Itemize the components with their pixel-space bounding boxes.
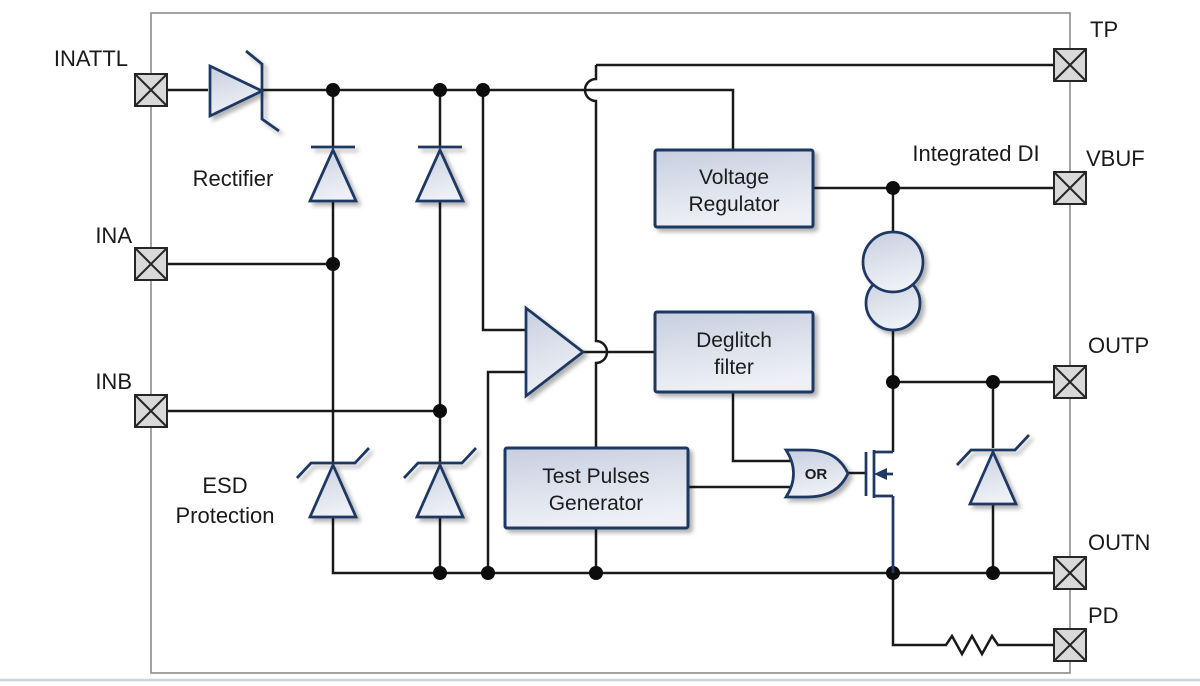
voltage-regulator-label-line1: Voltage (699, 166, 769, 189)
or-gate: OR (783, 448, 850, 499)
mosfet (864, 450, 895, 573)
rectifier-label: Rectifier (193, 166, 274, 191)
current-source (861, 230, 925, 332)
pin-label-pd: PD (1088, 603, 1119, 628)
or-gate-label: OR (805, 466, 828, 483)
wire-pd-resistor (891, 573, 1054, 657)
pin-labels: INATTL INA INB TP VBUF OUTP OUTN PD (54, 17, 1150, 628)
block-test-pulses-generator: Test Pulses Generator (503, 446, 690, 530)
wire-tp-vertical (583, 65, 609, 448)
junction-dot (433, 404, 447, 418)
integrated-di-label: Integrated DI (912, 141, 1039, 166)
voltage-regulator-label-line2: Regulator (688, 193, 779, 216)
pad-outp (1053, 365, 1087, 399)
pin-label-outn: OUTN (1088, 530, 1150, 555)
esd-zener-2 (402, 447, 478, 519)
deglitch-filter-label-line2: filter (714, 356, 754, 379)
pin-label-inattl: INATTL (54, 46, 128, 71)
output-zener (955, 434, 1031, 506)
esd-protection-label-line2: Protection (175, 503, 274, 528)
diode-chain2-top (414, 145, 466, 203)
pad-inb (134, 394, 168, 428)
pad-tp (1053, 48, 1087, 82)
tpg-label-line2: Generator (549, 492, 644, 515)
pin-label-inb: INB (95, 369, 132, 394)
wire-comparator-input-bottom (486, 370, 526, 573)
wire-top-rail (263, 88, 735, 150)
junction-dot (886, 375, 900, 389)
pad-inattl (134, 73, 168, 107)
wire-comparator-input-top (481, 90, 526, 332)
pad-vbuf (1053, 171, 1087, 205)
wire-chain1-c-bottom-rail (331, 517, 1054, 575)
pin-label-tp: TP (1090, 17, 1118, 42)
junction-dot (476, 83, 490, 97)
junction-dot (589, 566, 603, 580)
pin-label-outp: OUTP (1088, 333, 1149, 358)
block-voltage-regulator: Voltage Regulator (653, 148, 815, 229)
annotation-labels: Rectifier ESD Protection Integrated DI (175, 141, 1039, 528)
rectifier-diode (208, 49, 280, 133)
diode-chain1-top (307, 145, 359, 203)
wire-deglitch-to-or (731, 392, 794, 463)
esd-protection-label-line1: ESD (202, 473, 247, 498)
block-deglitch-filter: Deglitch filter (653, 310, 815, 394)
junction-dot (326, 83, 340, 97)
junction-dots (326, 83, 1000, 580)
pad-ina (134, 247, 168, 281)
ic-boundary (150, 12, 1071, 674)
pin-label-vbuf: VBUF (1086, 146, 1145, 171)
comparator (524, 305, 586, 399)
esd-zener-1 (295, 447, 371, 519)
junction-dot (433, 566, 447, 580)
junction-dot (433, 83, 447, 97)
pin-label-ina: INA (95, 223, 132, 248)
tpg-label-line1: Test Pulses (542, 465, 649, 488)
junction-dot (986, 566, 1000, 580)
pad-pd (1053, 628, 1087, 662)
wires (167, 63, 1054, 657)
junction-dot (986, 375, 1000, 389)
junction-dot (326, 257, 340, 271)
pad-outn (1053, 556, 1087, 590)
mosfet-body-arrow (874, 468, 887, 480)
junction-dot (481, 566, 495, 580)
deglitch-filter-label-line1: Deglitch (696, 329, 772, 352)
junction-dot (886, 181, 900, 195)
